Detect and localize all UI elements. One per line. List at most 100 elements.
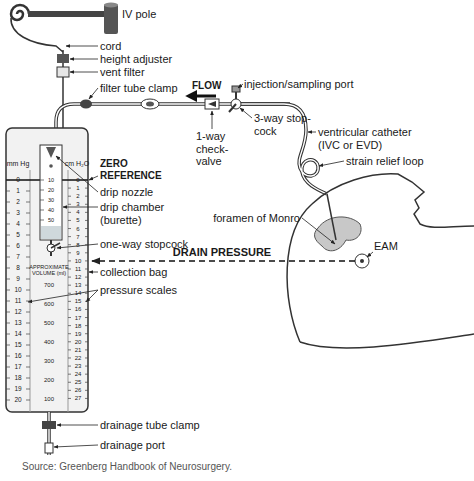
leader-line [89, 272, 98, 273]
callout-label: pressure scales [100, 284, 177, 297]
scale-tick [85, 204, 88, 205]
scale-number: 21 [75, 346, 82, 353]
callout-label: injection/sampling port [244, 78, 353, 91]
scale-number: 9 [76, 249, 79, 256]
check-valve-symbol [205, 99, 219, 109]
scale-tick [6, 356, 10, 357]
scale-tick [6, 180, 10, 181]
scale-tick [6, 235, 10, 236]
scale-tick [85, 244, 88, 245]
leader-line [70, 72, 98, 73]
scale-tick [26, 257, 30, 258]
roller-clamp-symbol [141, 99, 159, 109]
scale-tick [68, 325, 71, 326]
scale-number: 14 [14, 330, 21, 337]
iv-pole-clamp-top [104, 3, 118, 8]
scale-number: 16 [14, 352, 21, 359]
callout-label: drip chamber (burette) [100, 201, 180, 226]
scale-divider [68, 170, 69, 412]
scale-number: 14 [75, 290, 82, 297]
scale-tick [68, 366, 71, 367]
scale-number: 25 [75, 379, 82, 386]
callout-label: 1-way check-valve [196, 130, 238, 168]
scale-tick [68, 333, 71, 334]
scale-tick [85, 196, 88, 197]
sampling-port-stem [235, 92, 237, 99]
callout-label: ventricular catheter (IVC or EVD) [318, 126, 428, 151]
scale-tick [85, 252, 88, 253]
scale-number: 10 [48, 177, 54, 183]
scale-number: 23 [75, 363, 82, 370]
scale-number: 15 [14, 341, 21, 348]
scale-tick [85, 277, 88, 278]
scale-number: 15 [75, 298, 82, 305]
scale-tick [85, 357, 88, 358]
scale-tick [6, 323, 10, 324]
scale-tick [26, 290, 30, 291]
catheter-tube-core [241, 104, 327, 194]
scale-tick [68, 220, 71, 221]
scale-tick [40, 210, 44, 211]
drain-tube-core [56, 104, 290, 145]
scale-tick [85, 325, 88, 326]
neck-outline [300, 334, 474, 348]
ear-canal [360, 259, 364, 263]
drainage-clamp-symbol [42, 421, 56, 429]
callout-label: filter tube clamp [100, 82, 178, 95]
scale-number: 0 [76, 177, 79, 184]
scale-tick [6, 389, 10, 390]
scale-number: 500 [44, 320, 54, 327]
scale-tick [6, 334, 10, 335]
scale-tick [68, 236, 71, 237]
height-adjuster-symbol [57, 54, 69, 63]
scale-tick [68, 277, 71, 278]
scale-tick [68, 196, 71, 197]
scale-tick [6, 257, 10, 258]
scale-tick [40, 190, 44, 191]
scale-tick [68, 341, 71, 342]
source-caption: Source: Greenberg Handbook of Neurosurge… [22, 461, 232, 472]
scale-number: 400 [44, 339, 54, 346]
scale-number: 50 [48, 217, 54, 223]
leader-line [367, 252, 373, 257]
scale-tick [6, 301, 10, 302]
leader-line [28, 290, 98, 302]
scale-tick [68, 204, 71, 205]
scale-tick [85, 285, 88, 286]
scale-tick [26, 301, 30, 302]
callout-label: vent filter [100, 66, 145, 79]
scale-tick [26, 235, 30, 236]
scale-number: 8 [76, 241, 79, 248]
scale-tick [68, 382, 71, 383]
callout-label: collection bag [100, 266, 167, 279]
scale-number: 7 [76, 233, 79, 240]
filter-clamp-symbol [80, 100, 92, 109]
scale-number: 0 [16, 176, 20, 183]
scale-number: 4 [16, 220, 20, 227]
iv-pole-clamp [104, 4, 118, 34]
scale-tick [26, 180, 30, 181]
callout-label: mm Hg [7, 160, 30, 168]
scale-tick [68, 212, 71, 213]
burette-symbol [40, 145, 62, 240]
scale-tick [26, 312, 30, 313]
scale-number: 10 [14, 286, 21, 293]
leader-line [308, 132, 316, 133]
callout-label: 3-way stop-cock [254, 112, 316, 137]
scale-number: 18 [75, 322, 82, 329]
scale-tick [85, 382, 88, 383]
scale-number: 10 [75, 257, 82, 264]
scale-number: 19 [14, 385, 21, 392]
scale-number: 40 [48, 207, 54, 213]
scale-tick [85, 260, 88, 261]
callout-label: IV pole [122, 8, 156, 21]
scale-ticks [6, 180, 88, 400]
collection-bag-outline [6, 128, 88, 412]
scale-tick [68, 390, 71, 391]
drain-pressure-line [92, 260, 355, 262]
scale-tick [68, 374, 71, 375]
scale-tick [26, 191, 30, 192]
scale-number: 1 [76, 185, 79, 192]
scale-number: 12 [75, 274, 82, 281]
